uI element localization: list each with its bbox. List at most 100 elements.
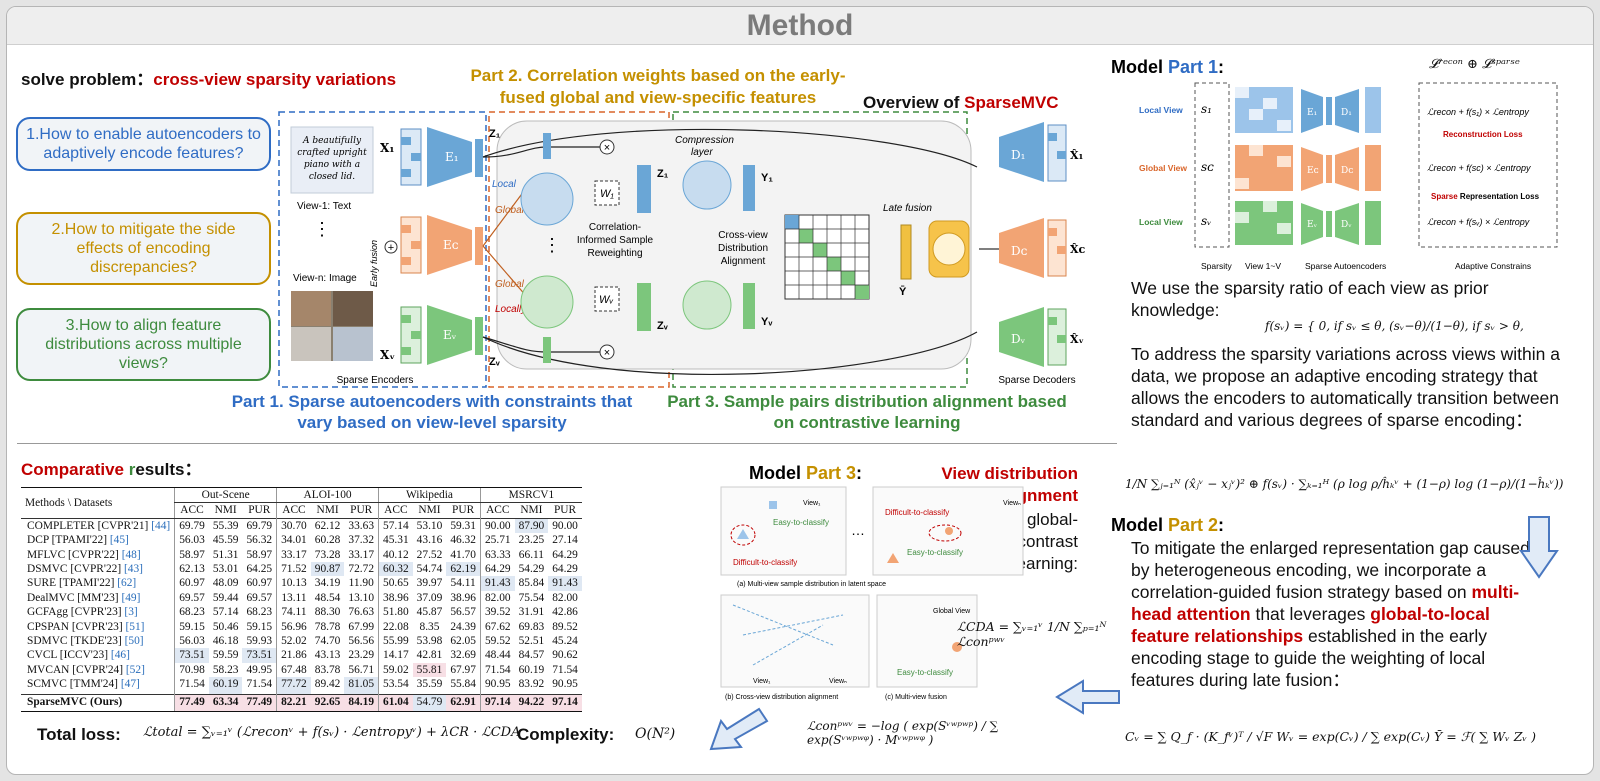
value-cell: 39.52	[479, 605, 515, 620]
method-name: DCP [TPAMI'22]	[27, 534, 110, 547]
panel-view1-label: View₁	[803, 500, 821, 507]
value-cell: 64.25	[246, 563, 273, 576]
value-cell: 88.30	[314, 606, 341, 619]
row-code	[1326, 155, 1332, 183]
value-cell: 54.74	[416, 563, 443, 576]
row-decoder	[1335, 89, 1359, 133]
method-reference: [48]	[121, 548, 141, 561]
value-cell: 54.11	[450, 577, 476, 590]
model-part2-prefix: Model	[1111, 515, 1168, 535]
value-cell: 39.97	[416, 577, 443, 590]
value-cell: 33.17	[348, 548, 375, 561]
x1-label: X₁	[380, 141, 395, 155]
method-name: GCFAgg [CVPR'23]	[27, 606, 125, 619]
value-cell: 87.90	[514, 518, 549, 534]
value-cell-ours: 77.49	[242, 693, 277, 712]
value-cell-ours: 97.14	[548, 693, 582, 712]
row-constraint: ℒrecon + f(s₁) × ℒentropy	[1427, 107, 1529, 117]
part2-equation: Cᵥ = ∑ Q_f · (K_fᵛ)ᵀ / √F Wᵥ = exp(Cᵥ) /…	[1125, 729, 1536, 744]
decoder-c	[999, 218, 1044, 278]
value-cell: 70.98	[174, 662, 209, 678]
attention-net-1	[520, 172, 574, 226]
value-cell: 49.95	[246, 663, 273, 676]
locally-label: Locally	[495, 304, 527, 315]
xhatc-label: X̂ᴄ	[1070, 243, 1086, 256]
complexity-label: Complexity:	[517, 725, 615, 744]
method-cell: SDMVC [TKDE'23] [50]	[21, 634, 175, 648]
sparse-encoders-label: Sparse Encoders	[337, 375, 414, 386]
zv-weighted	[637, 283, 651, 331]
cross-viewn-label: Viewₙ	[829, 678, 847, 685]
metric-header: PUR	[452, 504, 475, 517]
value-cell: 48.54	[314, 591, 341, 604]
metric-header: ACC	[174, 502, 209, 519]
value-cell: 82.00	[552, 591, 578, 604]
xv-label: Xᵥ	[380, 348, 395, 362]
method-cell: MVCAN [CVPR'24] [52]	[21, 663, 175, 677]
row-encoder-label: Eᴄ	[1307, 166, 1319, 176]
value-cell: 48.09	[212, 577, 239, 590]
value-cell: 83.92	[518, 678, 545, 691]
value-cell: 25.71	[479, 533, 515, 548]
value-cell: 84.57	[518, 649, 545, 662]
value-cell: 60.97	[174, 576, 209, 591]
encoder-c	[427, 215, 472, 275]
dataset-header: Out-Scene	[174, 486, 277, 504]
metric-header: NMI	[418, 504, 441, 517]
row-sparsity: sᵥ	[1201, 214, 1212, 228]
value-cell: 53.54	[378, 677, 413, 695]
row-decoder-label: Dᵥ	[1341, 220, 1352, 230]
arrow-left-icon	[1055, 679, 1120, 715]
value-cell: 67.97	[450, 663, 476, 676]
difficult-cluster-b	[928, 524, 962, 542]
value-cell: 40.12	[378, 547, 413, 563]
model-part3-suffix: :	[856, 463, 863, 483]
value-cell: 90.62	[552, 649, 578, 662]
easy-label-c: Easy-to-classify	[897, 668, 953, 677]
value-cell: 72.72	[348, 563, 375, 576]
arrow-down-left-icon	[709, 707, 769, 751]
decoder-1-label: D₁	[1011, 148, 1025, 162]
row-encoder	[1301, 203, 1323, 245]
value-cell: 78.78	[314, 620, 341, 633]
value-cell: 77.72	[276, 677, 311, 695]
value-cell: 46.18	[212, 635, 239, 648]
value-cell: 50.46	[212, 620, 239, 633]
value-cell: 60.28	[314, 534, 341, 547]
value-cell: 59.31	[450, 519, 476, 532]
problem-prefix: solve problem：	[21, 70, 154, 89]
comparative-title-green: r	[128, 460, 136, 479]
caption-c: (c) Multi-view fusion	[885, 694, 947, 701]
value-cell: 52.51	[518, 635, 545, 648]
value-cell: 67.99	[348, 620, 375, 633]
value-cell: 64.29	[552, 563, 578, 576]
value-cell: 50.65	[378, 576, 413, 591]
early-fusion-sum	[384, 240, 398, 254]
row-code	[1326, 97, 1332, 125]
metric-header: PUR	[350, 504, 373, 517]
dataset-header: Wikipedia	[378, 486, 481, 504]
results-table: Methods \ Datasets Out-Scene ALOI-100 Wi…	[21, 486, 582, 712]
value-cell-ours: 82.21	[276, 693, 311, 712]
early-fusion-label: Early fusion	[369, 240, 379, 287]
local-label: Local	[492, 179, 517, 190]
ellipsis-middle: ⋮	[543, 235, 561, 255]
value-cell: 45.87	[416, 606, 443, 619]
method-cell: DSMVC [CVPR'22] [43]	[21, 562, 175, 576]
value-cell: 85.84	[518, 577, 545, 590]
output-vector-1	[1047, 124, 1067, 182]
w1-label: W₁	[600, 188, 614, 200]
value-cell: 53.98	[416, 635, 443, 648]
value-cell: 74.11	[276, 605, 311, 620]
value-cell: 69.83	[518, 620, 545, 633]
value-cell: 59.59	[212, 649, 239, 662]
method-name: COMPLETER [CVPR'21]	[27, 519, 152, 532]
encoder-c-label: Eᴄ	[443, 238, 458, 252]
